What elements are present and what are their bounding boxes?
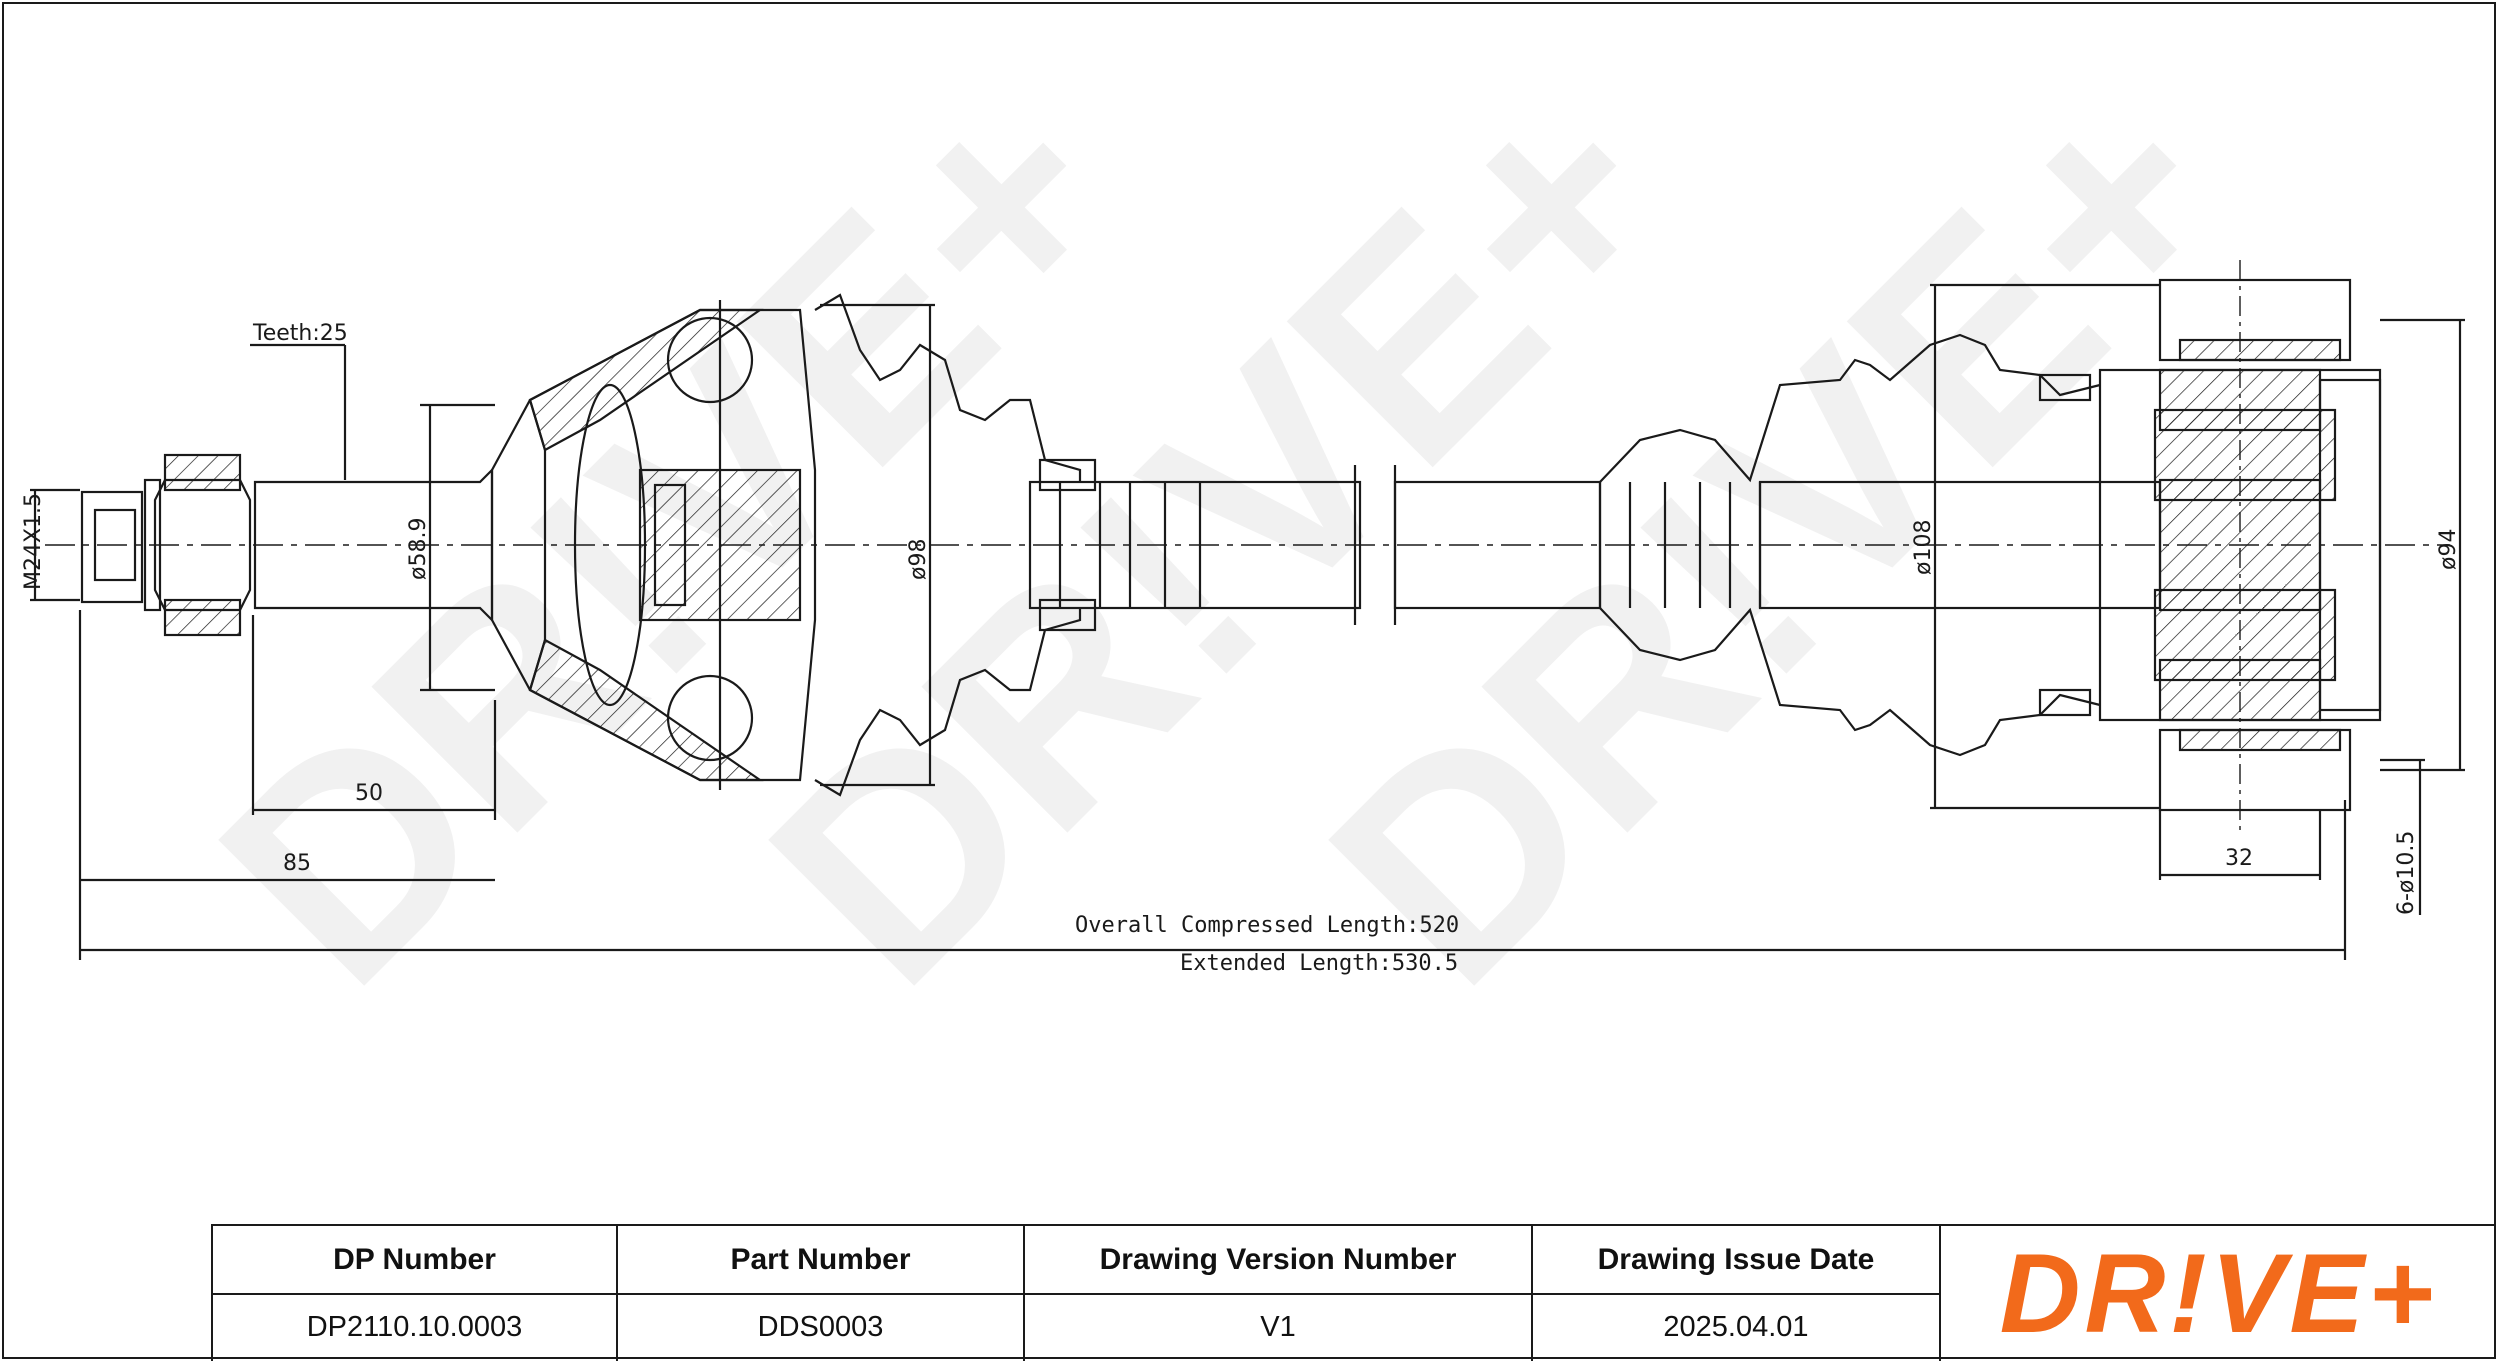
issue-date-header: Drawing Issue Date — [1533, 1226, 1939, 1295]
left-boot-top — [814, 293, 1082, 482]
dp-number-header: DP Number — [213, 1226, 616, 1295]
title-block: DP Number DP2110.10.0003 Part Number DDS… — [211, 1224, 2496, 1361]
left-boot-bottom — [814, 608, 1082, 797]
diameter-108-label: ø108 — [1911, 520, 1936, 575]
diameter-58-label: ø58.9 — [406, 518, 431, 580]
watermark-group: DR!VE+ DR!VE+ DR!VE+ — [158, 24, 2289, 1045]
ball-upper — [666, 316, 754, 404]
title-col-dp-number: DP Number DP2110.10.0003 — [213, 1226, 618, 1361]
version-header: Drawing Version Number — [1025, 1226, 1531, 1295]
extended-length-label: Extended Length:530.5 — [1180, 951, 1458, 976]
issue-date-value: 2025.04.01 — [1663, 1310, 1809, 1343]
right-boot-bottom — [1599, 607, 2101, 757]
diameter-94-label: ø94 — [2436, 529, 2461, 570]
dp-number-value: DP2110.10.0003 — [306, 1310, 523, 1343]
length-32-label: 32 — [2225, 846, 2253, 871]
part-number-value: DDS0003 — [757, 1310, 884, 1343]
length-85-label: 85 — [283, 851, 311, 876]
dimension-labels: Teeth:25 M24X1.5 ø58.9 ø98 ø108 ø94 6-ø1… — [21, 321, 2461, 976]
thread-label: M24X1.5 — [21, 493, 46, 590]
diameter-98-label: ø98 — [906, 539, 931, 580]
length-50-label: 50 — [355, 781, 383, 806]
title-col-version: Drawing Version Number V1 — [1025, 1226, 1533, 1361]
thread-end — [80, 490, 144, 604]
compressed-length-label: Overall Compressed Length:520 — [1075, 913, 1459, 938]
ball-lower — [666, 674, 754, 762]
logo-text: DR!VE+ — [1999, 1231, 2438, 1356]
holes-label: 6-ø10.5 — [2394, 831, 2419, 915]
brand-logo: DR!VE+ — [1941, 1226, 2496, 1361]
title-col-part-number: Part Number DDS0003 — [618, 1226, 1025, 1361]
teeth-label: Teeth:25 — [252, 321, 348, 346]
right-boot-top — [1599, 333, 2101, 483]
main-shaft-left — [1028, 480, 1362, 610]
shaft-outline — [30, 260, 2465, 960]
version-value: V1 — [1260, 1310, 1296, 1343]
title-col-issue-date: Drawing Issue Date 2025.04.01 — [1533, 1226, 1941, 1361]
part-number-header: Part Number — [618, 1226, 1023, 1295]
